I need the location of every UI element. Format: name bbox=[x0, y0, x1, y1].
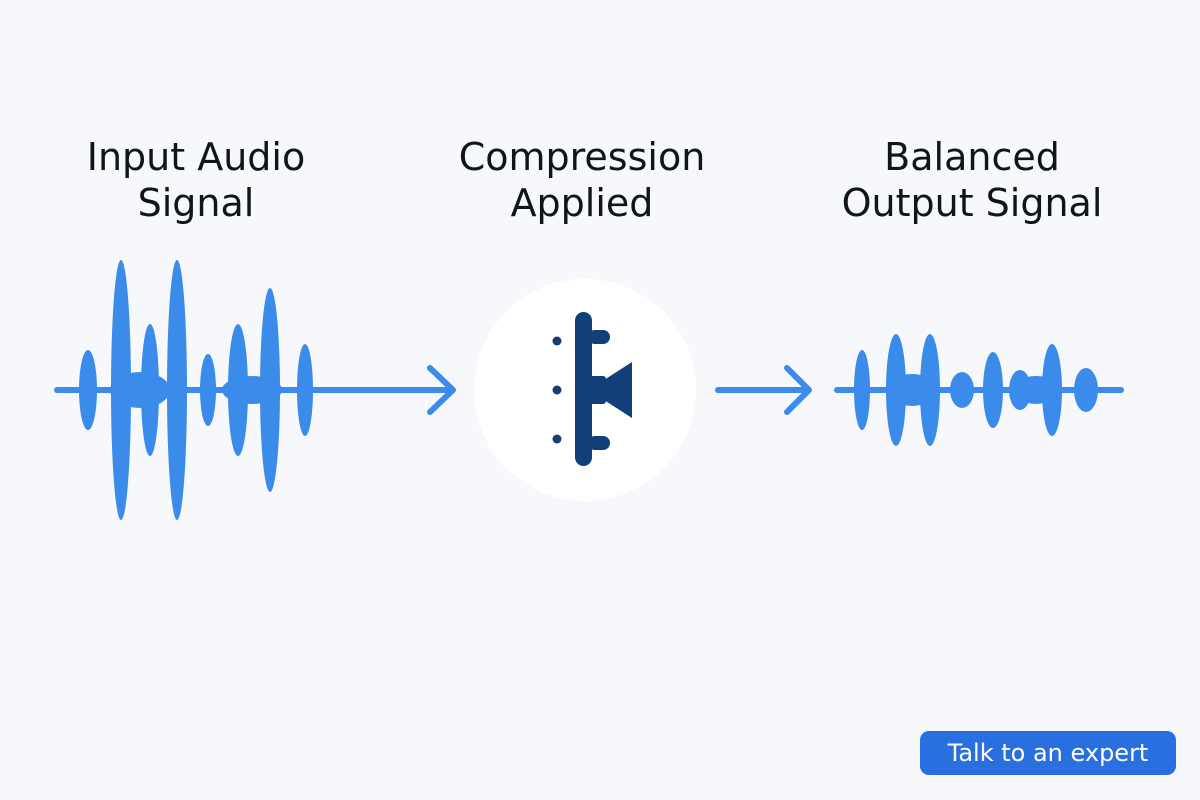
arrow-right-icon bbox=[317, 365, 456, 415]
stage-label-line: Output Signal bbox=[841, 181, 1103, 225]
stage-label-input: Input Audio Signal bbox=[36, 134, 356, 226]
stage-label-compression: Compression Applied bbox=[422, 134, 742, 226]
compressor-icon bbox=[552, 312, 632, 466]
stage-label-line: Applied bbox=[510, 181, 654, 225]
stage-label-line: Balanced bbox=[884, 135, 1060, 179]
stage-label-output: Balanced Output Signal bbox=[812, 134, 1132, 226]
output-waveform-icon bbox=[834, 334, 1124, 446]
arrow-right-icon bbox=[715, 365, 812, 415]
input-waveform-icon bbox=[54, 260, 344, 520]
stage-label-line: Input Audio bbox=[86, 135, 306, 179]
stage-label-line: Compression bbox=[458, 135, 706, 179]
stage-label-line: Signal bbox=[137, 181, 255, 225]
talk-to-expert-button[interactable]: Talk to an expert bbox=[920, 731, 1176, 775]
